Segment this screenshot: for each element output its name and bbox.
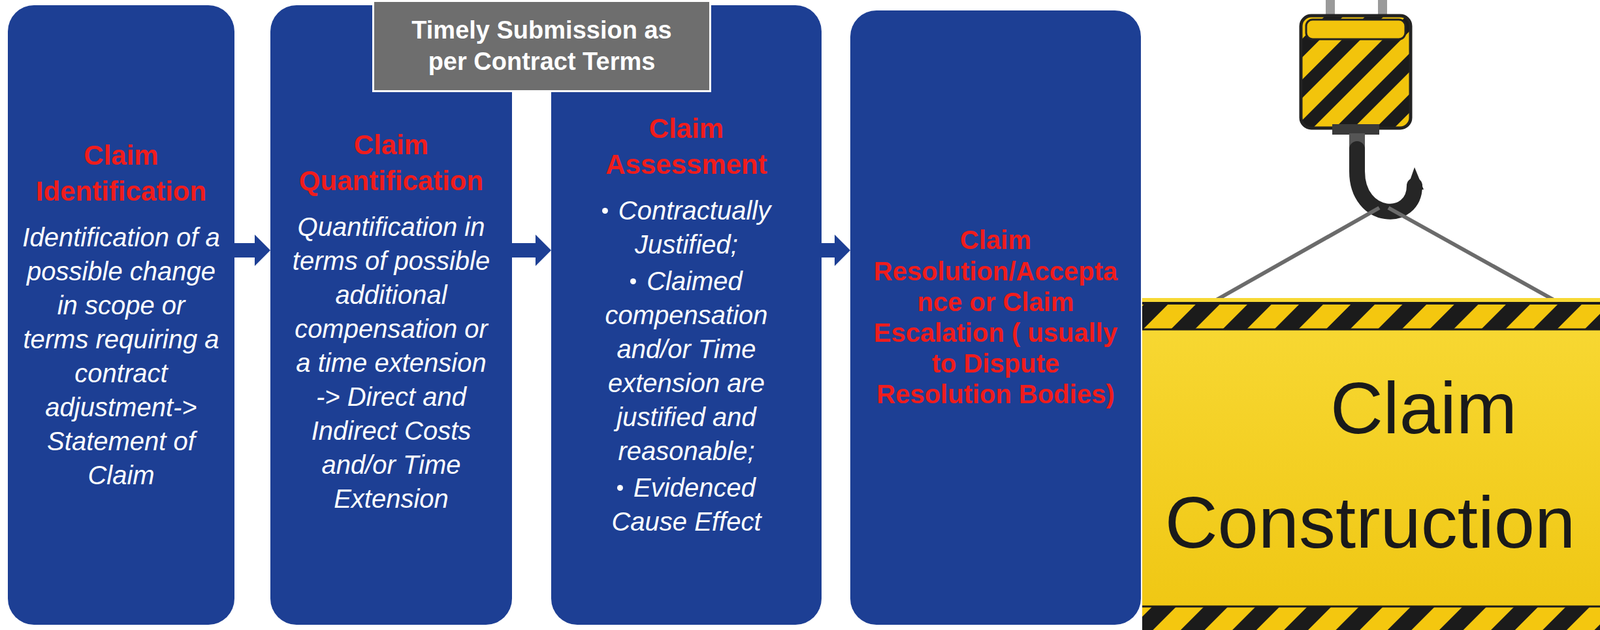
bullet-text: Contractually Justified; — [618, 195, 771, 259]
box-content: Claim QuantificationQuantification in te… — [289, 127, 493, 515]
band-edge — [1142, 301, 1600, 305]
bullet-dot — [617, 484, 624, 491]
sling-rope — [1208, 207, 1380, 305]
step-description: Quantification in terms of possible addi… — [289, 209, 493, 516]
step-title: Claim Quantification — [289, 127, 493, 199]
band-edge — [1142, 328, 1600, 331]
bullet-text: Claimed compensation and/or Time extensi… — [604, 266, 768, 465]
sign-board — [1142, 297, 1600, 630]
timing-banner: Timely Submission as per Contract Terms — [372, 0, 712, 93]
process-box: Claim IdentificationIdentification of a … — [7, 5, 235, 625]
box-content: Claim IdentificationIdentification of a … — [22, 137, 221, 492]
sling-rope — [1388, 207, 1563, 305]
bullet-dot — [630, 278, 637, 285]
bullet-item: Evidenced Cause Effect — [582, 470, 791, 539]
process-box: Claim Resolution/Acceptance or Claim Esc… — [850, 10, 1141, 625]
hook-tip — [1406, 167, 1424, 190]
crane-hook — [1357, 148, 1415, 212]
hook-block — [1300, 15, 1411, 128]
step-title: Claim Resolution/Acceptance or Claim Esc… — [869, 224, 1122, 410]
step-title: Claim Identification — [22, 137, 221, 209]
sign-text: Claim — [1330, 367, 1518, 448]
flow-arrow — [512, 242, 537, 258]
bullet-item: Contractually Justified; — [582, 193, 791, 262]
band-edge — [1142, 605, 1600, 608]
box-content: Timely Submission as per Contract Terms — [403, 15, 680, 78]
banner-text: Timely Submission as per Contract Terms — [403, 15, 680, 78]
process-box: Claim AssessmentContractually Justified;… — [551, 5, 822, 625]
step-description: Identification of a possible change in s… — [22, 220, 221, 492]
bullet-text: Evidenced Cause Effect — [611, 472, 761, 536]
flow-arrow — [821, 242, 836, 258]
hook-block-cap — [1306, 19, 1406, 40]
hazard-band — [1142, 303, 1600, 330]
box-content: Claim AssessmentContractually Justified;… — [582, 111, 791, 538]
process-box: Claim QuantificationQuantification in te… — [270, 5, 512, 625]
box-content: Claim Resolution/Acceptance or Claim Esc… — [869, 224, 1122, 410]
step-title: Claim Assessment — [582, 111, 791, 183]
hazard-band — [1142, 606, 1600, 630]
flow-arrow — [234, 242, 256, 258]
bullet-item: Claimed compensation and/or Time extensi… — [582, 263, 791, 468]
bullet-dot — [602, 207, 608, 214]
hook-plate — [1332, 124, 1380, 135]
sign-text: Construction — [1165, 481, 1576, 563]
